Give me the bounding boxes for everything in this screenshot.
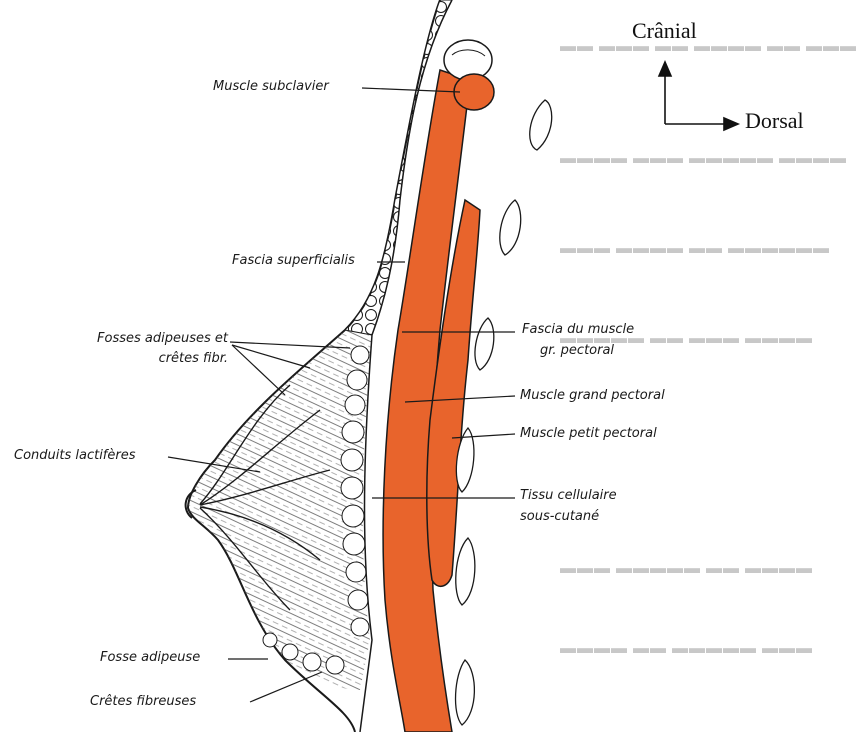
orientation-arrows: [659, 62, 738, 130]
label-tissu-cellulaire-2: sous-cutané: [520, 509, 599, 525]
label-fascia-muscle-1: Fascia du muscle: [522, 322, 634, 338]
label-conduits-lactiferes: Conduits lactifères: [14, 448, 136, 464]
dorsal-label: Dorsal: [745, 108, 804, 134]
label-muscle-grand-pectoral: Muscle grand pectoral: [520, 388, 665, 404]
label-fosses-adipeuses-1: Fosses adipeuses et: [36, 331, 228, 347]
arrow-up-icon: [659, 62, 671, 76]
label-fascia-muscle-2: gr. pectoral: [540, 343, 614, 359]
cranial-label: Crânial: [632, 18, 697, 44]
arrow-right-icon: [724, 118, 738, 130]
label-muscle-subclavier: Muscle subclavier: [213, 79, 329, 95]
label-muscle-petit-pectoral: Muscle petit pectoral: [520, 426, 657, 442]
label-fascia-superficialis: Fascia superficialis: [232, 253, 355, 269]
label-fosse-adipeuse: Fosse adipeuse: [100, 650, 200, 666]
label-tissu-cellulaire-1: Tissu cellulaire: [520, 488, 617, 504]
label-fosses-adipeuses-2: crêtes fibr.: [36, 351, 228, 367]
label-cretes-fibreuses: Crêtes fibreuses: [90, 694, 196, 710]
ribs: [456, 100, 552, 725]
